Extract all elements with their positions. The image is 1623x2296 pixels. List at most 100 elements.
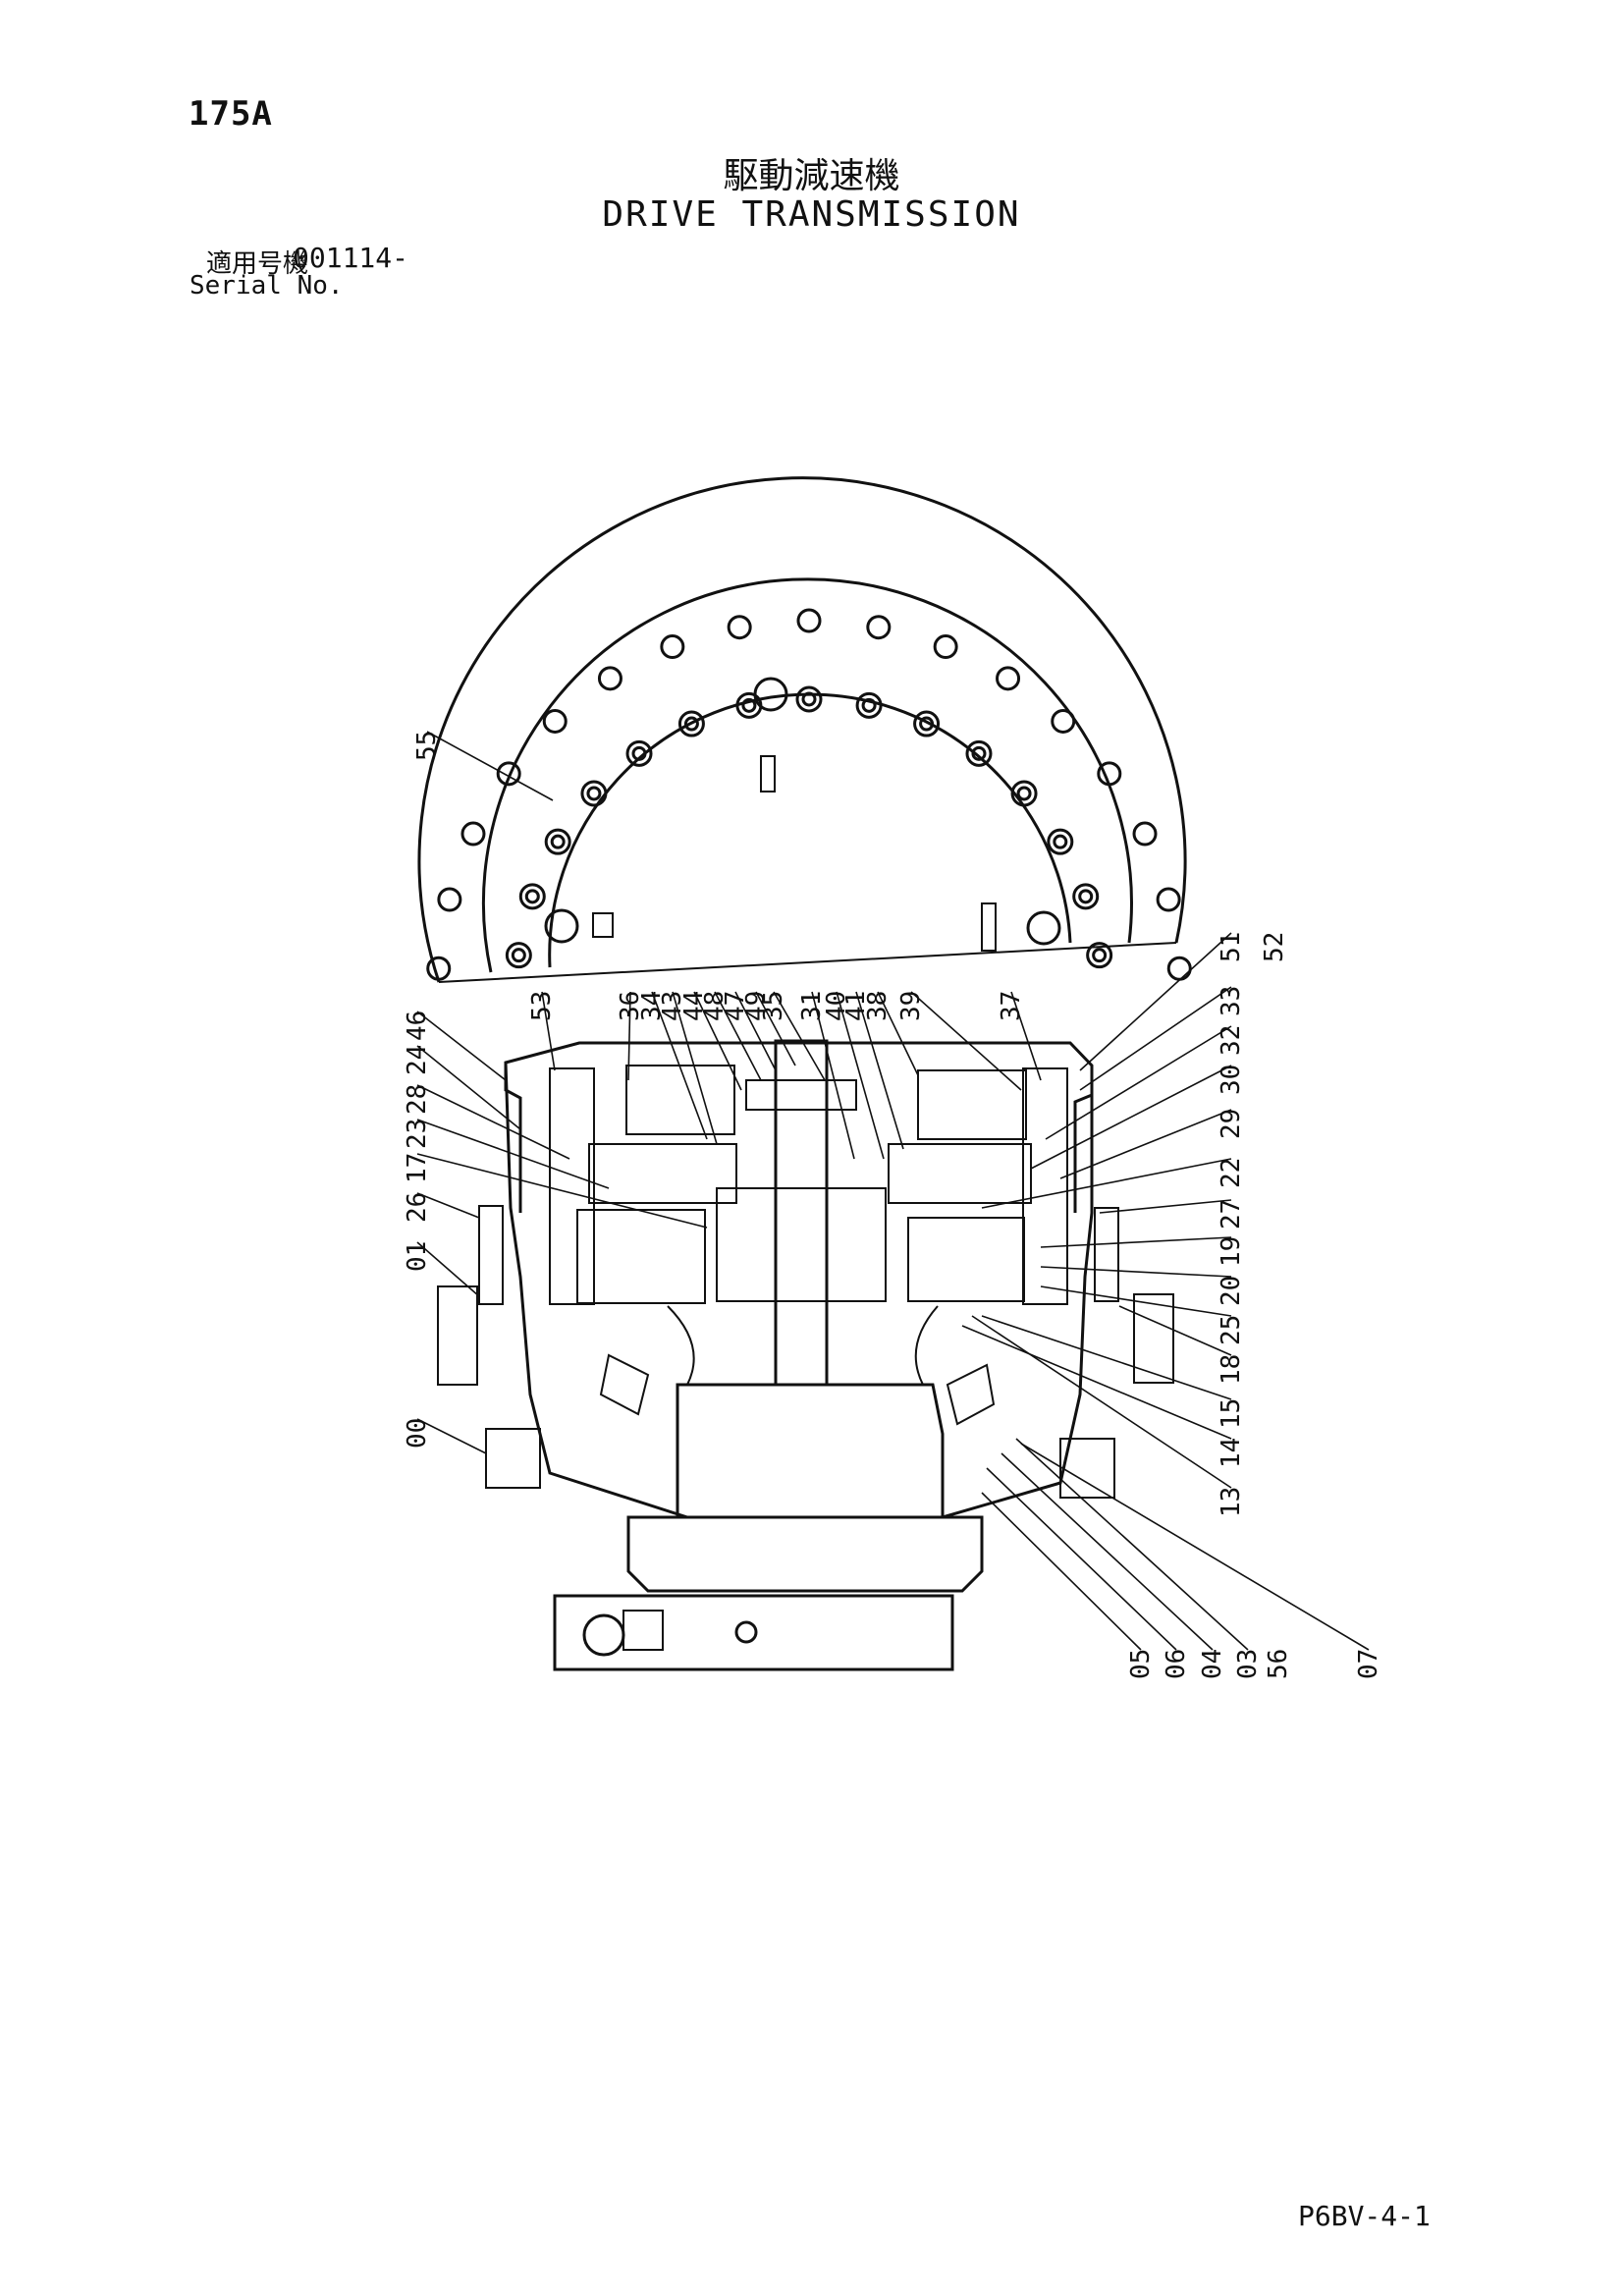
leader-line-15 bbox=[981, 1315, 1232, 1400]
part-callout-46: 46 bbox=[403, 1011, 432, 1041]
left-lower-block bbox=[485, 1428, 541, 1489]
outer-bolt-hole bbox=[796, 608, 822, 633]
part-callout-04: 04 bbox=[1198, 1649, 1227, 1679]
planet-gear-lower-left bbox=[576, 1209, 706, 1304]
part-callout-19: 19 bbox=[1217, 1236, 1246, 1267]
inner-bolt-hole-core bbox=[919, 716, 935, 732]
outer-ring-arc bbox=[417, 476, 1187, 983]
part-callout-29: 29 bbox=[1217, 1109, 1246, 1139]
part-callout-17: 17 bbox=[403, 1153, 432, 1183]
leader-line-03 bbox=[1015, 1438, 1249, 1651]
leader-line-24 bbox=[416, 1045, 521, 1130]
part-callout-41: 41 bbox=[841, 991, 871, 1021]
outer-bolt-hole bbox=[1051, 708, 1076, 734]
part-callout-36: 36 bbox=[616, 991, 645, 1021]
leader-line-35 bbox=[773, 991, 826, 1081]
part-callout-14: 14 bbox=[1217, 1438, 1246, 1468]
outer-bolt-hole bbox=[460, 821, 486, 847]
leader-line-06 bbox=[986, 1467, 1177, 1651]
part-callout-53: 53 bbox=[527, 991, 557, 1021]
outer-bolt-holes bbox=[426, 608, 1192, 981]
planet-gear-upper-left bbox=[625, 1065, 735, 1135]
brake-piston-right bbox=[946, 1363, 996, 1426]
leader-line-49 bbox=[755, 991, 796, 1066]
part-callout-18: 18 bbox=[1217, 1354, 1246, 1385]
part-callout-56: 56 bbox=[1264, 1649, 1293, 1679]
inner-bolt-hole-core bbox=[861, 697, 877, 713]
inner-bolt-hole bbox=[795, 685, 823, 713]
leader-line-44 bbox=[693, 991, 742, 1091]
part-callout-37: 37 bbox=[997, 991, 1026, 1021]
inner-bolt-hole bbox=[965, 739, 993, 767]
middle-ring-arc bbox=[481, 577, 1133, 973]
leader-line-00 bbox=[416, 1418, 487, 1454]
leader-line-48 bbox=[714, 991, 762, 1081]
right-mount-bolt bbox=[1094, 1207, 1119, 1302]
main-shaft bbox=[774, 1039, 829, 1387]
leader-line-46 bbox=[416, 1011, 507, 1081]
part-callout-20: 20 bbox=[1217, 1276, 1246, 1306]
page-id: 175A bbox=[189, 94, 273, 134]
inner-bolt-hole-core bbox=[524, 889, 540, 904]
serial-label-japanese: 適用号機 bbox=[206, 249, 309, 279]
part-callout-34: 34 bbox=[637, 991, 667, 1021]
flange-marking-top bbox=[760, 755, 776, 793]
leader-line-55 bbox=[426, 731, 554, 801]
part-callout-38: 38 bbox=[863, 991, 893, 1021]
part-callout-03: 03 bbox=[1233, 1649, 1263, 1679]
leader-line-01 bbox=[416, 1241, 480, 1297]
inner-bolt-hole bbox=[913, 710, 941, 738]
leader-line-28 bbox=[416, 1084, 570, 1160]
part-callout-05: 05 bbox=[1126, 1649, 1156, 1679]
leader-line-32 bbox=[1045, 1025, 1232, 1140]
leader-line-41 bbox=[855, 991, 904, 1150]
part-callout-07: 07 bbox=[1354, 1649, 1383, 1679]
inner-bolt-hole bbox=[1072, 883, 1100, 910]
leader-line-23 bbox=[416, 1119, 610, 1189]
outer-bolt-hole bbox=[542, 708, 568, 734]
bearing-right bbox=[907, 1217, 1025, 1302]
ring-gear-right bbox=[1022, 1067, 1068, 1305]
valve-port-small bbox=[734, 1620, 758, 1644]
outer-bolt-hole bbox=[933, 634, 958, 660]
serial-number: 001114- bbox=[293, 242, 409, 274]
leader-line-40 bbox=[836, 991, 885, 1160]
leader-line-13 bbox=[971, 1315, 1232, 1489]
outer-bolt-hole bbox=[1156, 887, 1181, 912]
inner-bolt-hole-core bbox=[511, 948, 526, 963]
part-callout-35: 35 bbox=[759, 991, 788, 1021]
inner-bolt-hole-core bbox=[683, 716, 699, 732]
leader-line-33 bbox=[1079, 986, 1232, 1091]
part-callout-31: 31 bbox=[797, 991, 827, 1021]
inner-bolt-hole bbox=[677, 710, 705, 738]
part-callout-52: 52 bbox=[1260, 932, 1289, 962]
brake-piston-left bbox=[599, 1353, 650, 1416]
sun-gear bbox=[716, 1187, 887, 1302]
outer-bolt-hole bbox=[496, 761, 521, 787]
top-center-bolt bbox=[753, 677, 788, 712]
left-large-bolt bbox=[544, 908, 579, 944]
inner-bolt-hole bbox=[735, 691, 763, 719]
outer-bolt-hole bbox=[437, 887, 462, 912]
part-callout-43: 43 bbox=[658, 991, 687, 1021]
part-callout-51: 51 bbox=[1217, 932, 1246, 962]
planet-gear-middle-left bbox=[588, 1143, 737, 1204]
right-large-bolt bbox=[1026, 910, 1061, 946]
leader-line-53 bbox=[541, 991, 556, 1071]
inner-bolt-hole-core bbox=[1092, 948, 1108, 963]
spindle-body bbox=[676, 1383, 945, 1519]
leader-line-30 bbox=[1030, 1065, 1232, 1170]
outer-bolt-hole bbox=[426, 956, 452, 981]
leader-line-39 bbox=[910, 991, 1022, 1091]
callout-leader-lines bbox=[416, 731, 1370, 1651]
leader-line-17 bbox=[416, 1153, 708, 1229]
housing-flange-left bbox=[504, 1063, 522, 1213]
ring-gear-left bbox=[549, 1067, 595, 1305]
serial-label-english: Serial No. bbox=[189, 271, 344, 301]
inner-bolt-hole-core bbox=[550, 834, 566, 849]
motor-housing bbox=[626, 1515, 984, 1593]
leader-line-29 bbox=[1059, 1109, 1232, 1179]
leader-line-31 bbox=[811, 991, 855, 1160]
part-callout-00: 00 bbox=[403, 1418, 432, 1449]
